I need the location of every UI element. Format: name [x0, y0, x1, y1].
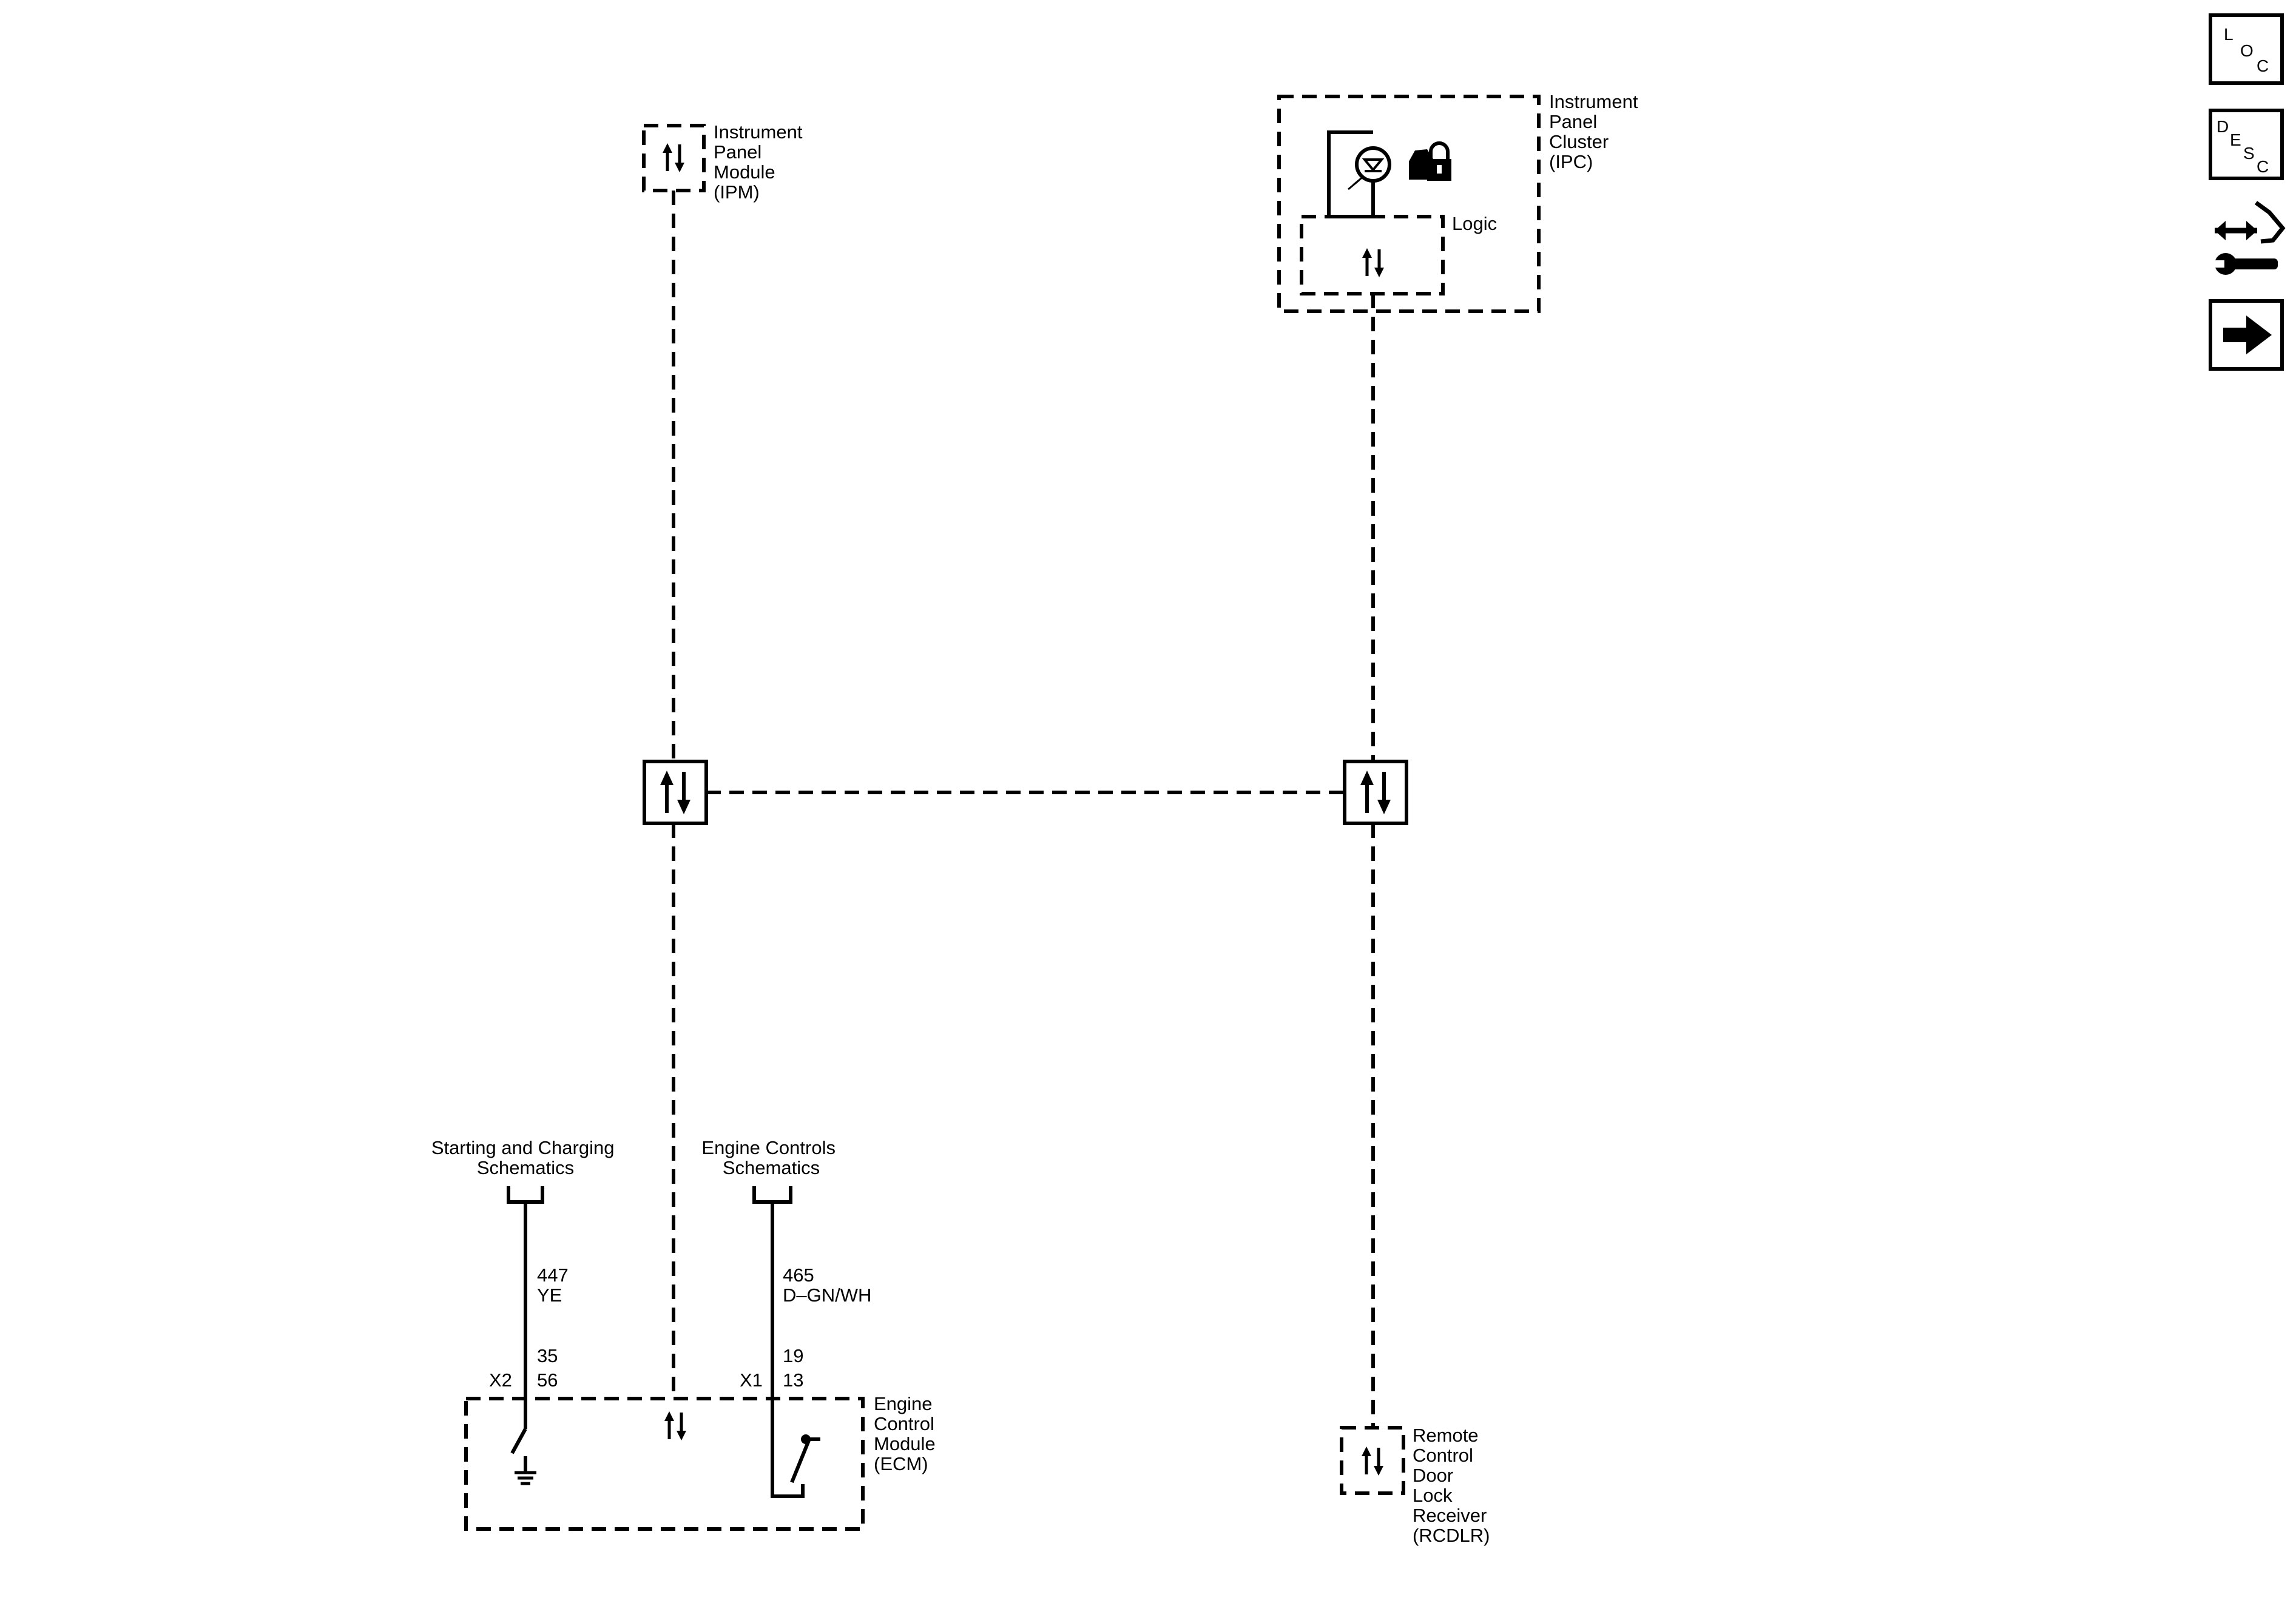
- loc-button[interactable]: L O C: [2209, 13, 2284, 85]
- ecm-serial-data-icon: [664, 1411, 686, 1440]
- svg-text:D: D: [2217, 117, 2229, 136]
- ipm-dashed-box: [642, 124, 706, 192]
- loc-icon: L O C: [2224, 25, 2269, 75]
- ecm-dashed-box: [464, 1397, 865, 1531]
- diagnostic-wrench-icon: [2213, 201, 2286, 275]
- svg-text:C: C: [2257, 157, 2269, 176]
- rcdlr-dashed-box: [1340, 1426, 1405, 1495]
- circuit-447-label: 447 YE: [537, 1264, 573, 1306]
- rcdlr-label: Remote Control Door Lock Receiver (RCDLR…: [1413, 1425, 1492, 1546]
- ground-switch: [510, 1399, 536, 1485]
- starting-charging-reference: Starting and Charging Schematics: [431, 1137, 620, 1178]
- ipm-module: Instrument Panel Module (IPM): [642, 121, 808, 203]
- ipc-dashed-box: [1277, 95, 1541, 313]
- ipc-logic-box: [1300, 215, 1445, 295]
- serial-data-arrows-icon: [1360, 771, 1391, 814]
- desc-icon: D E S C: [2217, 117, 2269, 176]
- arrow-right-icon: [2223, 316, 2272, 354]
- connector-x1: X1: [740, 1369, 763, 1391]
- pin-19: 19: [783, 1345, 803, 1366]
- engine-controls-ref-bracket: [752, 1186, 792, 1204]
- pin-35: 35: [537, 1345, 558, 1366]
- ecm-module: Engine Control Module (ECM): [464, 1393, 940, 1531]
- ipm-label: Instrument Panel Module (IPM): [714, 121, 808, 203]
- next-button[interactable]: [2209, 299, 2284, 371]
- ecm-label: Engine Control Module (ECM): [874, 1393, 940, 1474]
- diagnostic-service-button[interactable]: [2209, 198, 2286, 283]
- ipm-serial-data-icon: [663, 143, 684, 172]
- ipc-label: Instrument Panel Cluster (IPC): [1549, 91, 1643, 172]
- svg-text:O: O: [2240, 41, 2254, 60]
- engine-controls-reference: Engine Controls Schematics: [701, 1137, 840, 1178]
- desc-button[interactable]: D E S C: [2209, 109, 2284, 180]
- ipc-logic-label: Logic: [1452, 213, 1497, 234]
- svg-text:L: L: [2224, 25, 2234, 44]
- svg-text:S: S: [2243, 144, 2255, 163]
- serial-data-splice-left: [643, 760, 708, 825]
- ipc-serial-data-icon: [1362, 248, 1384, 277]
- car-lock-icon: [1409, 141, 1451, 181]
- starting-charging-ref-bracket: [507, 1186, 544, 1204]
- svg-text:C: C: [2257, 56, 2269, 75]
- pin-13: 13: [783, 1369, 803, 1391]
- rcdlr-module: Remote Control Door Lock Receiver (RCDLR…: [1340, 1425, 1492, 1546]
- circuit-465-label: 465 D–GN/WH: [783, 1264, 871, 1306]
- serial-data-splice-right: [1343, 760, 1408, 825]
- ipc-module: Logic Instrument Panel Cluster (IPC): [1277, 91, 1643, 313]
- security-indicator-lamp: [1327, 130, 1391, 218]
- ecm-internal-switch: [771, 1399, 820, 1498]
- rcdlr-serial-data-icon: [1362, 1447, 1383, 1476]
- serial-data-arrows-icon: [660, 771, 690, 814]
- svg-text:E: E: [2230, 130, 2241, 149]
- pin-56: 56: [537, 1369, 558, 1391]
- connector-x2: X2: [489, 1369, 512, 1391]
